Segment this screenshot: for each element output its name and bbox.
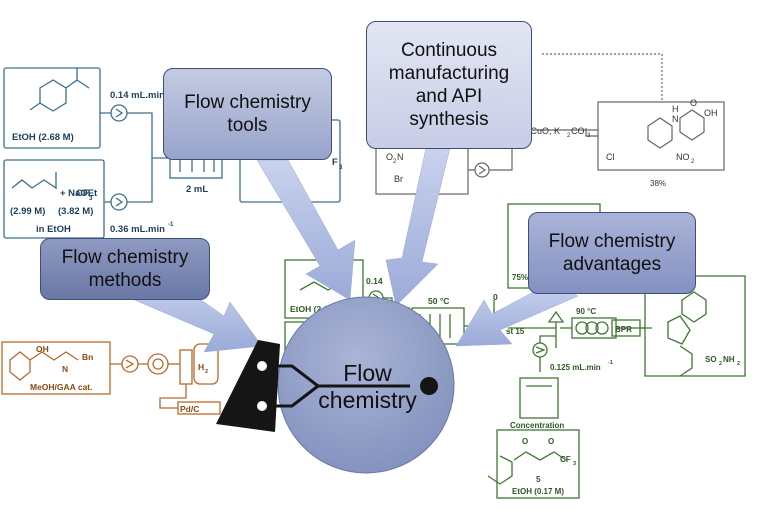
amine-oh: OH (36, 344, 49, 354)
flow-rate2-exp: -1 (168, 222, 174, 228)
dione-o2: O (548, 437, 554, 446)
api-no2: NO (676, 152, 690, 162)
amine-bn: Bn (82, 352, 93, 362)
reagent2-solvent: in EtOH (36, 224, 71, 235)
right-yield75: 75% (512, 273, 528, 282)
api-oh: OH (704, 108, 718, 118)
api-o: O (690, 98, 697, 108)
pump2-icon (110, 193, 128, 211)
dione-etoh: EtOH (0.17 M) (512, 487, 564, 496)
reagent2-plus: + NaOEt (60, 188, 98, 199)
center-title-line1: Flow (343, 360, 392, 386)
callout-flow-chemistry-methods: Flow chemistry methods (40, 238, 210, 300)
top-right-scheme (375, 53, 725, 195)
chip-outlet-icon (420, 377, 438, 395)
aryl-br: Br (394, 174, 403, 184)
amine-n: N (62, 364, 68, 374)
callout-flow-chemistry-tools: Flow chemistry tools (163, 68, 332, 160)
reagent1-label: EtOH (2.68 M) (12, 132, 74, 143)
catalyst-sub2: 3 (587, 133, 591, 139)
reagent1-box (3, 67, 101, 149)
api-n: N (672, 114, 679, 124)
center-title: Flow chemistry (300, 360, 435, 414)
concentration-label: Concentration (510, 421, 564, 430)
temp50-label: 50 °C (428, 296, 449, 306)
compound-number: 5 (536, 475, 541, 484)
flow-rate3-label: 0.125 mL.min (550, 363, 601, 372)
amine-solvent: MeOH/GAA cat. (30, 382, 93, 392)
concentration-vessel-icon (519, 377, 559, 419)
aryl-o2n: O (386, 152, 393, 162)
reagent2-conc1: (2.99 M) (10, 206, 45, 217)
flow-chip-logo (216, 340, 438, 432)
h2-sub: 2 (205, 369, 208, 375)
callout-tools-text: Flow chemistry tools (184, 92, 311, 136)
callout-methods-text: Flow chemistry methods (61, 247, 189, 291)
chip-inlet1-icon (255, 359, 269, 373)
reagent2-cf: CF (76, 188, 89, 199)
api-cl: Cl (606, 152, 615, 162)
reactor-volume-label: 2 mL (186, 184, 208, 195)
sulfonamide-sub2: 2 (737, 361, 740, 367)
h-cube-coil-icon (147, 353, 169, 375)
aryl-o2n-sub: 2 (393, 159, 397, 165)
pump1-icon (110, 104, 128, 122)
flow-rate1-label: 0.14 mL.min (110, 90, 165, 101)
middle-rate-label: 0.14 (366, 276, 383, 286)
catalyst-co: CO (571, 126, 585, 136)
product-cf3: F (332, 157, 338, 168)
dione-cf-sub: 3 (573, 461, 576, 467)
middle-etoh-label: EtOH (2.6 (290, 304, 329, 314)
arrow-from-continuous (385, 147, 451, 307)
catalyst-label: Cu, CuO, K (514, 126, 560, 136)
sulfonamide-so: SO (705, 355, 717, 364)
dione-o1: O (522, 437, 528, 446)
temp90-label: 90 °C (576, 307, 596, 316)
api-h: H (672, 104, 679, 114)
reagent2-conc2: (3.82 M) (58, 206, 93, 217)
callout-continuous-text: Continuous manufacturing and API synthes… (388, 40, 510, 130)
pump3-icon (474, 162, 490, 178)
sulfonamide-nh: NH (723, 355, 735, 364)
center-title-line2: chemistry (318, 387, 417, 413)
flow-rate2-label: 0.36 mL.min (110, 224, 165, 235)
api-no2-sub: 2 (691, 159, 695, 165)
gas-mixer-icon (179, 349, 193, 385)
flask-shape-icon (216, 340, 280, 432)
catalyst-sub1: 2 (567, 133, 571, 139)
middle-zero-label: 0 (493, 292, 498, 302)
product-cf3-sub: 3 (339, 165, 343, 171)
h2-label: H (198, 362, 204, 372)
api-yield: 38% (650, 179, 666, 188)
sulfonamide-sub1: 2 (719, 361, 722, 367)
callout-flow-chemistry-advantages: Flow chemistry advantages (528, 212, 696, 294)
dione-cf: CF (560, 455, 571, 464)
pd-c-cartridge-icon (177, 401, 221, 415)
aryl-o2n-n: N (397, 152, 404, 162)
bpr-label: BPR (615, 325, 632, 334)
callout-advantages-text: Flow chemistry advantages (548, 231, 676, 275)
top-left-scheme (3, 67, 341, 239)
arrow-from-tools (256, 159, 356, 301)
chip-inlet2-icon (255, 399, 269, 413)
flow-rate3-exp: -1 (608, 360, 613, 366)
callout-continuous-manufacturing: Continuous manufacturing and API synthes… (366, 21, 532, 149)
reagent2-sub: 3 (89, 196, 93, 202)
pump6-icon (121, 355, 139, 373)
amine-substrate-box (1, 341, 111, 395)
pd-c-label: Pd/C (180, 404, 199, 414)
left-scheme (1, 341, 221, 415)
dione-box (496, 429, 580, 499)
h2-cylinder-icon (193, 343, 219, 385)
coil-reactor-90-icon (571, 317, 617, 339)
step-label: st 15 (506, 327, 525, 336)
